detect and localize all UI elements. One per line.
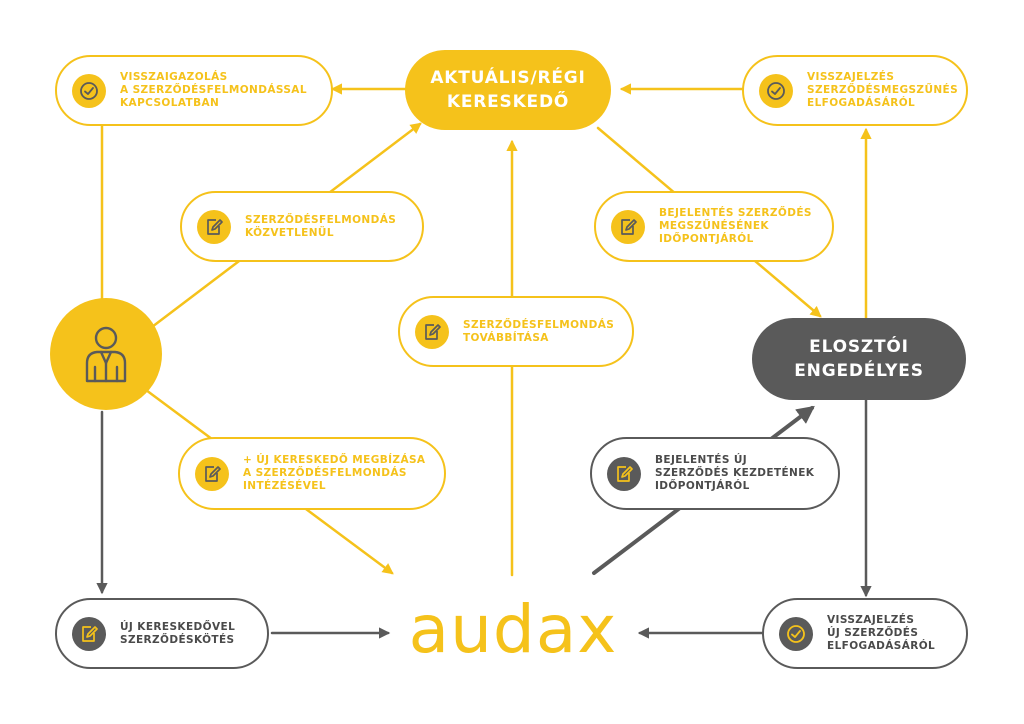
distributor-hub: ELOSZTÓI ENGEDÉLYES — [752, 318, 966, 400]
audax-logo: audax — [408, 591, 618, 668]
node-text: SZERZŐDÉSMEGSZŰNÉS — [807, 84, 959, 96]
retailer-hub: AKTUÁLIS/RÉGI KERESKEDŐ — [405, 50, 611, 130]
node-text: VISSZAIGAZOLÁS — [120, 71, 228, 83]
node-text: SZERZŐDÉSFELMONDÁS — [463, 318, 615, 331]
node-text: KAPCSOLATBAN — [120, 97, 220, 109]
node-text: VISSZAJELZÉS — [827, 614, 915, 626]
node-report-end-date: BEJELENTÉS SZERZŐDÉS MEGSZŰNÉSÉNEK IDŐPO… — [594, 191, 834, 262]
edit-icon — [195, 456, 229, 491]
edit-icon — [197, 209, 231, 244]
node-new-contract: ÚJ KERESKEDŐVEL SZERZŐDÉSKÖTÉS — [55, 598, 269, 669]
retailer-hub-line-2: KERESKEDŐ — [446, 92, 570, 112]
node-text: BEJELENTÉS SZERZŐDÉS — [659, 207, 812, 219]
node-text: ELFOGADÁSÁRÓL — [807, 97, 916, 109]
check-icon — [779, 616, 813, 651]
edit-icon — [72, 616, 106, 651]
node-confirm-termination: VISSZAIGAZOLÁS A SZERZŐDÉSFELMONDÁSSAL K… — [55, 55, 333, 126]
distributor-hub-line-2: ENGEDÉLYES — [794, 361, 924, 381]
node-text: TOVÁBBÍTÁSA — [463, 331, 549, 344]
node-text: SZERZŐDÉSKÖTÉS — [120, 633, 235, 646]
node-text: SZERZŐDÉS KEZDETÉNEK — [655, 467, 815, 479]
check-icon — [759, 73, 793, 108]
node-text: + ÚJ KERESKEDŐ MEGBÍZÁSA — [243, 454, 426, 466]
person-icon — [85, 326, 127, 383]
customer-node — [50, 298, 162, 410]
node-text: VISSZAJELZÉS — [807, 71, 895, 83]
edit-icon — [611, 209, 645, 244]
node-text: SZERZŐDÉSFELMONDÁS — [245, 213, 397, 226]
distributor-hub-line-1: ELOSZTÓI — [809, 337, 909, 357]
node-text: A SZERZŐDÉSFELMONDÁS — [243, 467, 407, 479]
node-termination-feedback: VISSZAJELZÉS SZERZŐDÉSMEGSZŰNÉS ELFOGADÁ… — [742, 55, 968, 126]
node-text: MEGSZŰNÉSÉNEK — [659, 220, 769, 232]
node-new-contract-feedback: VISSZAJELZÉS ÚJ SZERZŐDÉS ELFOGADÁSÁRÓL — [762, 598, 968, 669]
node-report-new-start: BEJELENTÉS ÚJ SZERZŐDÉS KEZDETÉNEK IDŐPO… — [590, 437, 840, 510]
node-text: A SZERZŐDÉSFELMONDÁSSAL — [120, 84, 307, 96]
node-text: IDŐPONTJÁRÓL — [659, 233, 754, 245]
node-forward-termination: SZERZŐDÉSFELMONDÁS TOVÁBBÍTÁSA — [398, 296, 634, 367]
node-text: INTÉZÉSÉVEL — [243, 480, 326, 492]
node-text: ÚJ KERESKEDŐVEL — [120, 620, 236, 633]
retailer-hub-line-1: AKTUÁLIS/RÉGI — [430, 68, 586, 88]
check-icon — [72, 73, 106, 108]
edit-icon — [607, 456, 641, 491]
node-direct-termination: SZERZŐDÉSFELMONDÁS KÖZVETLENÜL — [180, 191, 424, 262]
node-text: ÚJ SZERZŐDÉS — [827, 627, 919, 639]
node-text: ELFOGADÁSÁRÓL — [827, 640, 936, 652]
edit-icon — [415, 314, 449, 349]
node-new-retailer-mandate: + ÚJ KERESKEDŐ MEGBÍZÁSA A SZERZŐDÉSFELM… — [178, 437, 446, 510]
node-text: BEJELENTÉS ÚJ — [655, 454, 748, 466]
node-text: KÖZVETLENÜL — [245, 226, 334, 239]
node-text: IDŐPONTJÁRÓL — [655, 480, 750, 492]
